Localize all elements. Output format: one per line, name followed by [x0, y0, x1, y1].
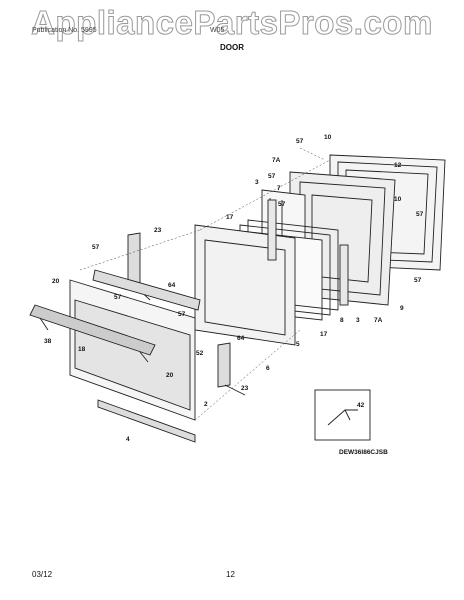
- callout: 3: [356, 317, 360, 324]
- footer-date: 03/12: [32, 570, 53, 579]
- hinge-rail-left: [267, 199, 277, 261]
- callout: 57: [92, 244, 100, 251]
- model-label: W05: [210, 27, 225, 34]
- callout: 8: [340, 317, 344, 324]
- callout: 10: [324, 134, 332, 141]
- callout: 23: [241, 385, 249, 392]
- callout: 3: [255, 179, 259, 186]
- callout: 57: [178, 311, 186, 318]
- callout: 18: [78, 346, 86, 353]
- callout: 57: [278, 201, 286, 208]
- callout: 20: [166, 372, 174, 379]
- callout: 42: [357, 402, 365, 409]
- diagram-code: DEW36I86CJSB: [339, 449, 388, 456]
- door-bottom-vent: [97, 399, 196, 443]
- hinge-lower: [217, 342, 246, 396]
- callout: 23: [154, 227, 162, 234]
- callout: 5: [296, 341, 300, 348]
- callout: 12: [394, 162, 402, 169]
- callout: 57: [296, 138, 304, 145]
- callout: 38: [44, 338, 52, 345]
- callout: 10: [394, 196, 402, 203]
- callout: 9: [400, 305, 404, 312]
- callout: 57: [416, 211, 424, 218]
- callout: 7A: [272, 157, 281, 164]
- bracket-inset-box: [314, 389, 371, 441]
- callout: 17: [226, 214, 234, 221]
- callout: 4: [126, 436, 130, 443]
- callout: 6: [266, 365, 270, 372]
- callout-labels: 57 10 12 7A 57 7 3 57 10 57 17 23 57 20 …: [44, 134, 424, 443]
- callout: 57: [414, 277, 422, 284]
- outer-door-panel: [69, 279, 196, 421]
- door-liner-frame: [194, 224, 296, 346]
- callout: 57: [268, 173, 276, 180]
- callout: 17: [320, 331, 328, 338]
- watermark: AppliancePartsPros.com: [31, 4, 433, 42]
- footer-page-number: 12: [226, 570, 235, 579]
- callout: 64: [168, 282, 176, 289]
- callout: 64: [237, 335, 245, 342]
- hinge-rail-right: [339, 244, 349, 306]
- callout: 2: [204, 401, 208, 408]
- callout: 7A: [374, 317, 383, 324]
- door-handle: [29, 304, 156, 363]
- callout: 20: [52, 278, 60, 285]
- callout: 7: [277, 185, 281, 192]
- section-title: DOOR: [220, 43, 244, 52]
- callout: 57: [114, 294, 122, 301]
- callout: 52: [196, 350, 204, 357]
- publication-label: Publication No. 5995: [32, 27, 97, 34]
- door-top-trim: [92, 269, 201, 311]
